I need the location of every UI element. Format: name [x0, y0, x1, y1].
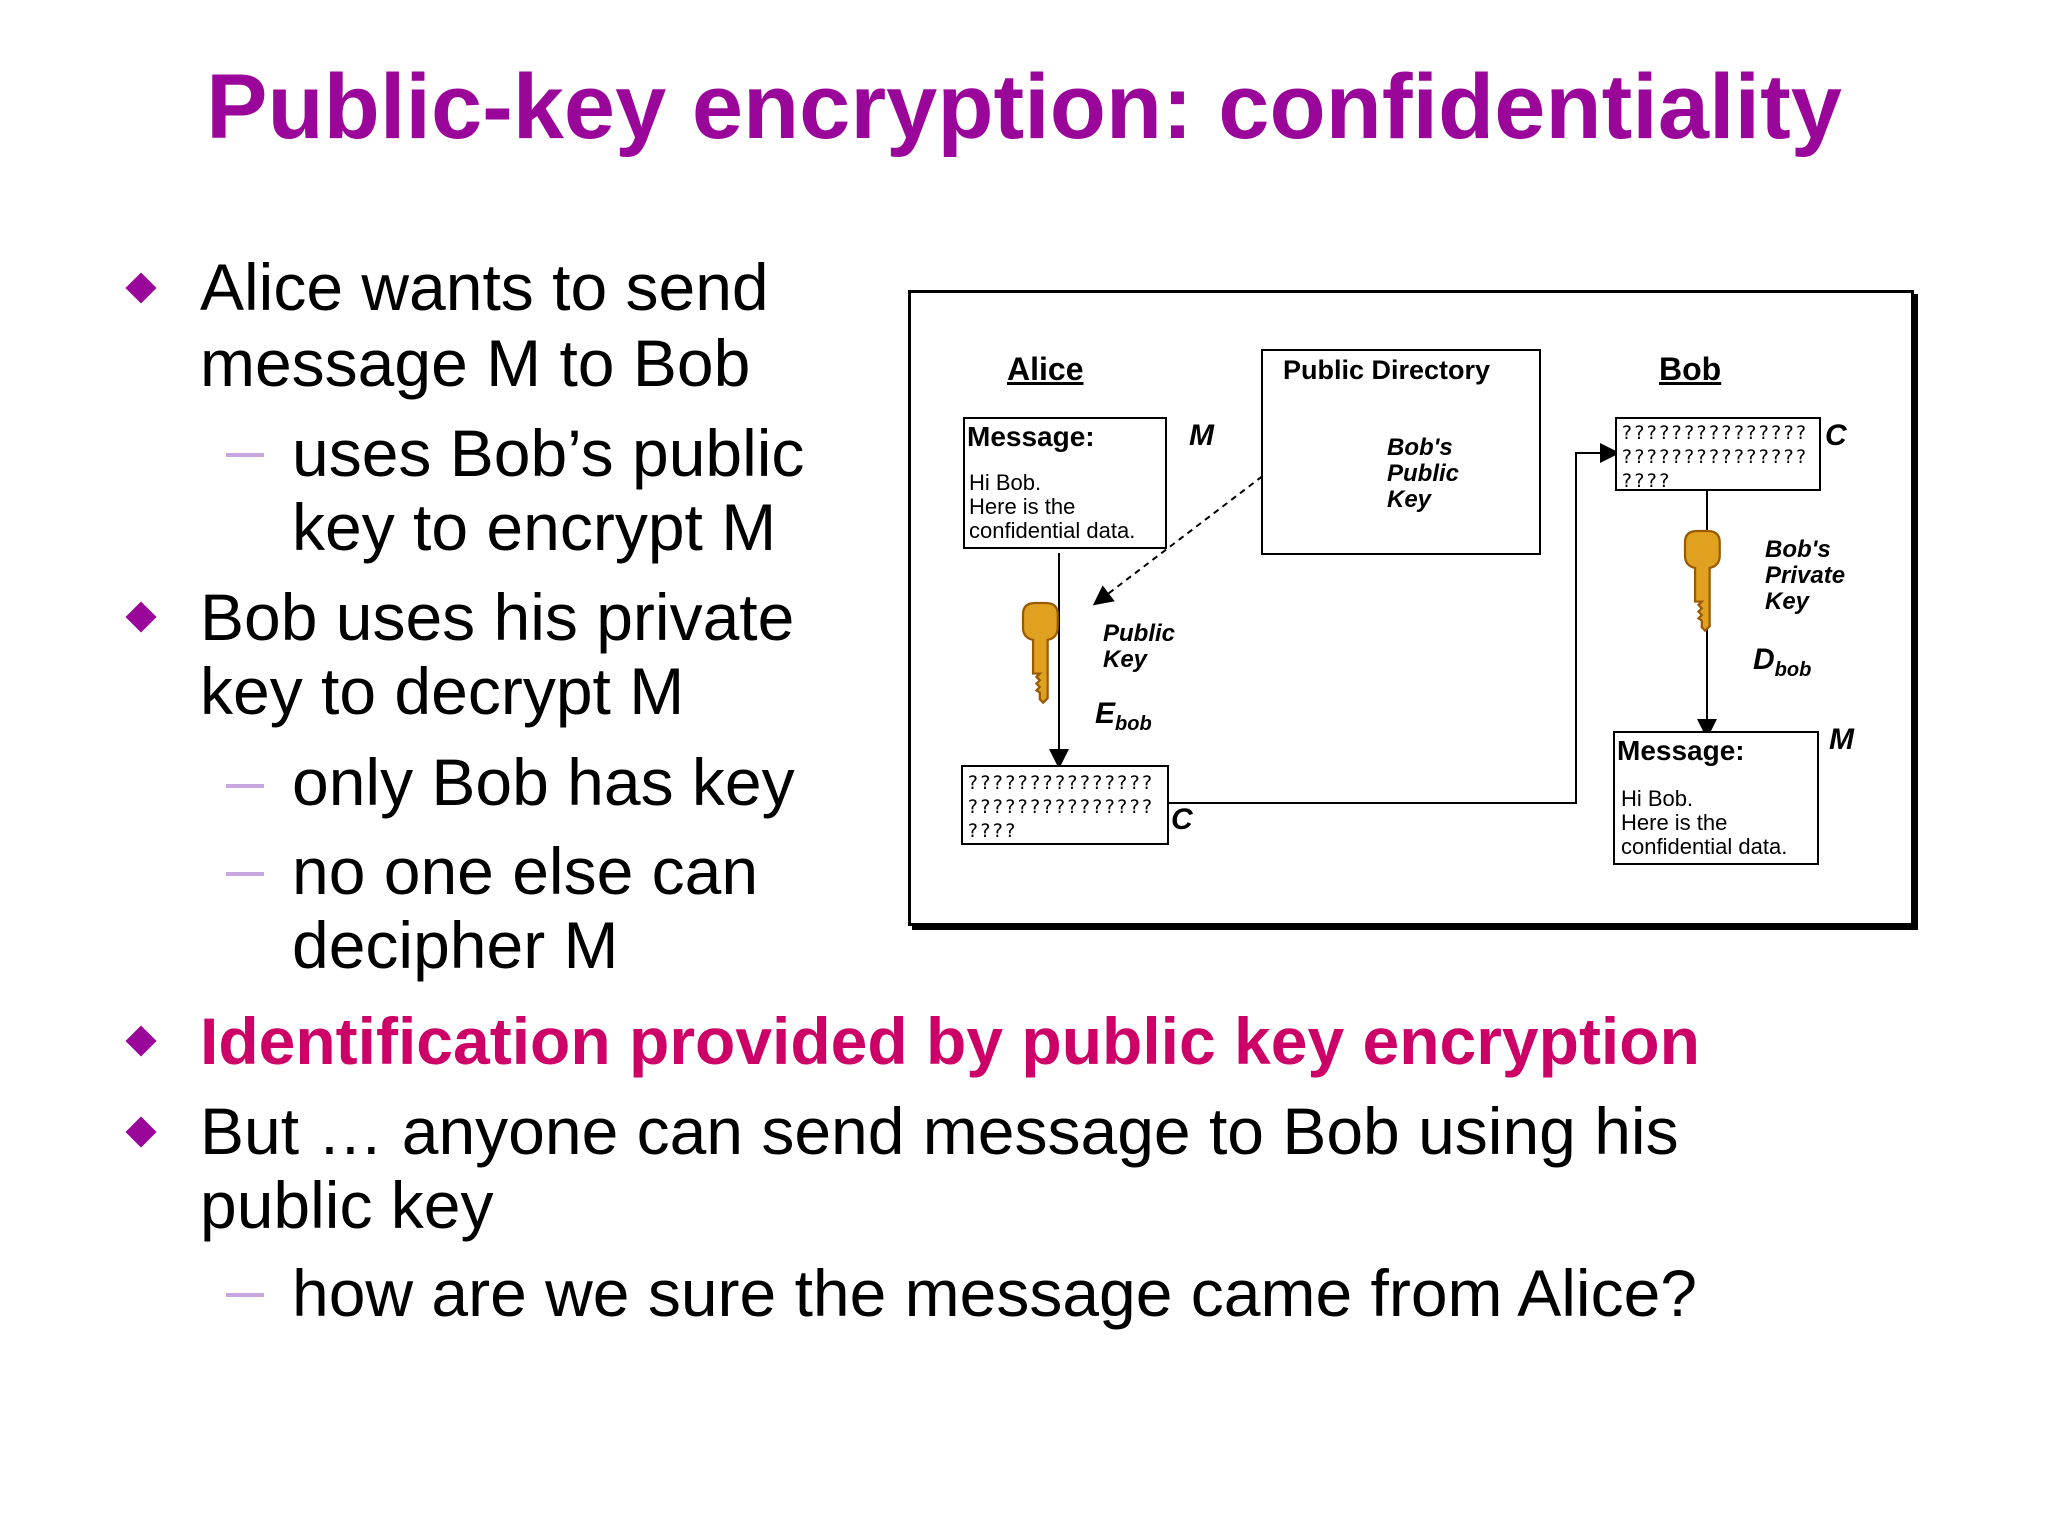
bob-msg-line-2: Here is the — [1621, 810, 1728, 835]
alice-m-symbol: M — [1189, 419, 1214, 452]
bullet-1-line-1: Alice wants to send — [200, 250, 769, 324]
sub-2-line-1: only Bob has key — [292, 745, 795, 819]
public-directory-label: Public Directory — [1283, 355, 1491, 385]
bullet-3-highlight: Identification provided by public key en… — [200, 1004, 1700, 1078]
dir-key-label-2: Public — [1387, 460, 1460, 487]
private-key-label-2: Private — [1765, 562, 1846, 589]
sub-dash-2 — [226, 784, 264, 788]
e-subscript: bob — [1115, 713, 1152, 735]
alice-message-box: Message: Hi Bob. Here is the confidentia… — [963, 417, 1167, 549]
dir-key-label-3: Key — [1387, 486, 1432, 513]
bob-msg-line-1: Hi Bob. — [1621, 786, 1694, 811]
sub-1-line-1: uses Bob’s public — [292, 416, 805, 490]
sub-4-line-1: how are we sure the message came from Al… — [292, 1256, 1697, 1330]
e-symbol: E — [1095, 697, 1116, 730]
bob-msg-heading: Message: — [1617, 735, 1745, 766]
bob-ciphertext-box: ??????????????? ??????????????? ???? — [1615, 417, 1821, 491]
bullet-4-line-2: public key — [200, 1168, 494, 1242]
alice-ciphertext-box: ??????????????? ??????????????? ???? — [961, 765, 1169, 845]
bob-cipher-line-1: ??????????????? — [1621, 422, 1808, 444]
bullet-1-line-2: message M to Bob — [200, 326, 751, 400]
bob-private-key-icon — [1683, 529, 1721, 632]
bullet-4-line-1: But … anyone can send message to Bob usi… — [200, 1094, 1679, 1168]
alice-cipher-line-3: ???? — [967, 820, 1017, 842]
dir-key-label-1: Bob's — [1387, 434, 1453, 461]
bullet-diamond-4 — [125, 1116, 157, 1148]
bob-cipher-line-2: ??????????????? — [1621, 446, 1808, 468]
alice-cipher-line-2: ??????????????? — [967, 796, 1154, 818]
public-directory-box: Public Directory Bob's Public Key — [1261, 349, 1541, 555]
alice-cipher-line-1: ??????????????? — [967, 772, 1154, 794]
sub-1-line-2: key to encrypt M — [292, 490, 777, 564]
bullet-diamond-3 — [125, 1025, 157, 1057]
d-bob-symbol: Dbob — [1753, 643, 1811, 682]
bob-c-symbol: C — [1825, 419, 1847, 452]
alice-msg-heading: Message: — [967, 421, 1095, 452]
bob-label: Bob — [1659, 351, 1722, 387]
encryption-diagram: Alice Bob Public Directory Bob's Public … — [908, 290, 1914, 926]
d-symbol: D — [1753, 643, 1775, 676]
bullet-diamond-1 — [125, 272, 157, 304]
alice-msg-line-2: Here is the — [969, 494, 1076, 519]
alice-label: Alice — [1007, 351, 1084, 387]
public-key-label-1: Public — [1103, 620, 1176, 647]
sub-dash-4 — [226, 1293, 264, 1297]
alice-msg-line-1: Hi Bob. — [969, 470, 1042, 495]
sub-3-line-2: decipher M — [292, 908, 619, 982]
bullet-diamond-2 — [125, 601, 157, 633]
private-key-label-1: Bob's — [1765, 536, 1831, 563]
e-bob-symbol: Ebob — [1095, 697, 1152, 736]
ciphertext-transfer-line — [1169, 443, 1620, 804]
bullet-2-line-1: Bob uses his private — [200, 580, 795, 654]
sub-dash-1 — [226, 453, 264, 457]
public-key-label-2: Key — [1103, 646, 1148, 673]
bob-msg-line-3: confidential data. — [1621, 834, 1788, 859]
bob-message-box: Message: Hi Bob. Here is the confidentia… — [1613, 731, 1819, 865]
d-subscript: bob — [1774, 659, 1812, 681]
slide-title: Public-key encryption: confidentiality — [206, 56, 1842, 158]
alice-msg-line-3: confidential data. — [969, 518, 1136, 543]
sub-3-line-1: no one else can — [292, 834, 759, 908]
bob-cipher-line-3: ???? — [1621, 470, 1671, 491]
private-key-label-3: Key — [1765, 588, 1810, 615]
alice-c-symbol: C — [1171, 803, 1193, 836]
alice-key-icon — [1021, 601, 1059, 704]
bullet-2-line-2: key to decrypt M — [200, 654, 685, 728]
bob-m-symbol: M — [1829, 723, 1854, 756]
sub-dash-3 — [226, 872, 264, 876]
